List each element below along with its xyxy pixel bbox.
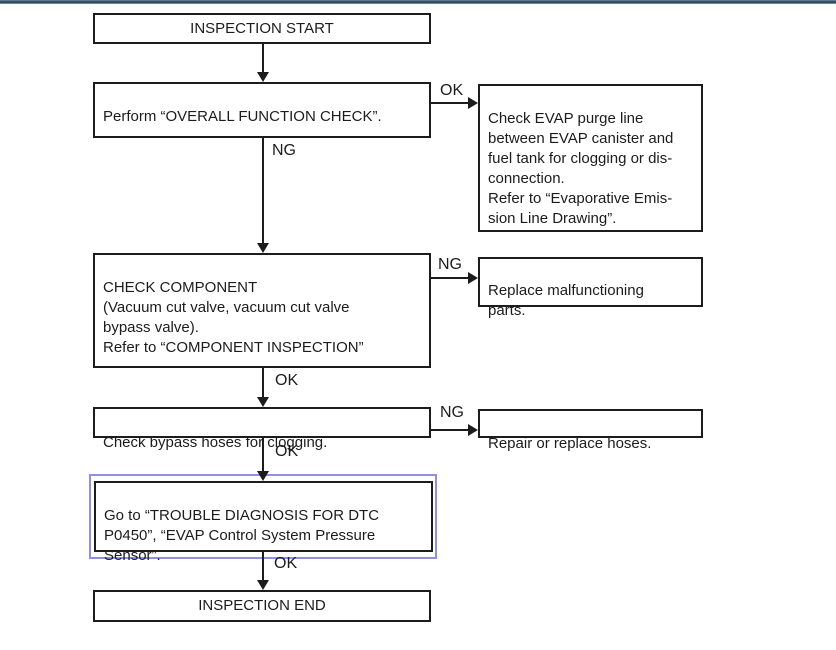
node-inspection-start-label: INSPECTION START xyxy=(190,19,334,37)
arrow-right-icon xyxy=(468,272,478,284)
node-evap-purge-line-label: Check EVAP purge line between EVAP canis… xyxy=(488,110,674,227)
node-overall-function-check: Perform “OVERALL FUNCTION CHECK”. xyxy=(93,82,431,138)
edge-label-ng: NG xyxy=(438,256,462,273)
connector-hoses-ng-line xyxy=(431,429,469,431)
node-inspection-end: INSPECTION END xyxy=(93,590,431,622)
connector-diagnosis-ok-line xyxy=(262,552,264,581)
node-trouble-diagnosis-label: Go to “TROUBLE DIAGNOSIS FOR DTC P0450”,… xyxy=(104,507,380,564)
arrow-down-icon xyxy=(257,72,269,82)
arrow-right-icon xyxy=(468,97,478,109)
window-top-edge xyxy=(0,0,836,4)
node-check-component: CHECK COMPONENT (Vacuum cut valve, vacuu… xyxy=(93,253,431,368)
arrow-down-icon xyxy=(257,243,269,253)
node-trouble-diagnosis[interactable]: Go to “TROUBLE DIAGNOSIS FOR DTC P0450”,… xyxy=(94,481,433,564)
connector-component-ng-line xyxy=(431,277,469,279)
node-inspection-end-label: INSPECTION END xyxy=(198,597,326,614)
node-replace-parts: Replace malfunctioning parts. xyxy=(478,257,703,319)
node-repair-hoses: Repair or replace hoses. xyxy=(478,409,703,452)
node-inspection-start: INSPECTION START xyxy=(93,13,431,44)
connector-hoses-ok-line xyxy=(262,438,264,472)
node-evap-purge-line: Check EVAP purge line between EVAP canis… xyxy=(478,84,703,232)
edge-label-ng: NG xyxy=(272,142,296,159)
arrow-down-icon xyxy=(257,580,269,590)
connector-component-ok-line xyxy=(262,368,264,398)
edge-label-ng: NG xyxy=(440,404,464,421)
node-replace-parts-label: Replace malfunctioning parts. xyxy=(488,282,644,319)
node-check-component-label: CHECK COMPONENT (Vacuum cut valve, vacuu… xyxy=(103,279,364,356)
connector-check-ng-line xyxy=(262,138,264,244)
node-overall-function-check-label: Perform “OVERALL FUNCTION CHECK”. xyxy=(103,108,382,125)
arrow-right-icon xyxy=(468,424,478,436)
connector-check-ok-line xyxy=(431,102,469,104)
node-check-bypass-hoses: Check bypass hoses for clogging. xyxy=(93,407,431,451)
connector-start-to-check-line xyxy=(262,44,264,73)
edge-label-ok: OK xyxy=(440,82,464,99)
arrow-down-icon xyxy=(257,471,269,481)
edge-label-ok: OK xyxy=(275,372,299,389)
arrow-down-icon xyxy=(257,397,269,407)
node-check-bypass-hoses-label: Check bypass hoses for clogging. xyxy=(103,434,328,451)
node-repair-hoses-label: Repair or replace hoses. xyxy=(488,435,652,452)
edge-label-ok: OK xyxy=(275,443,299,460)
edge-label-ok: OK xyxy=(274,555,298,572)
